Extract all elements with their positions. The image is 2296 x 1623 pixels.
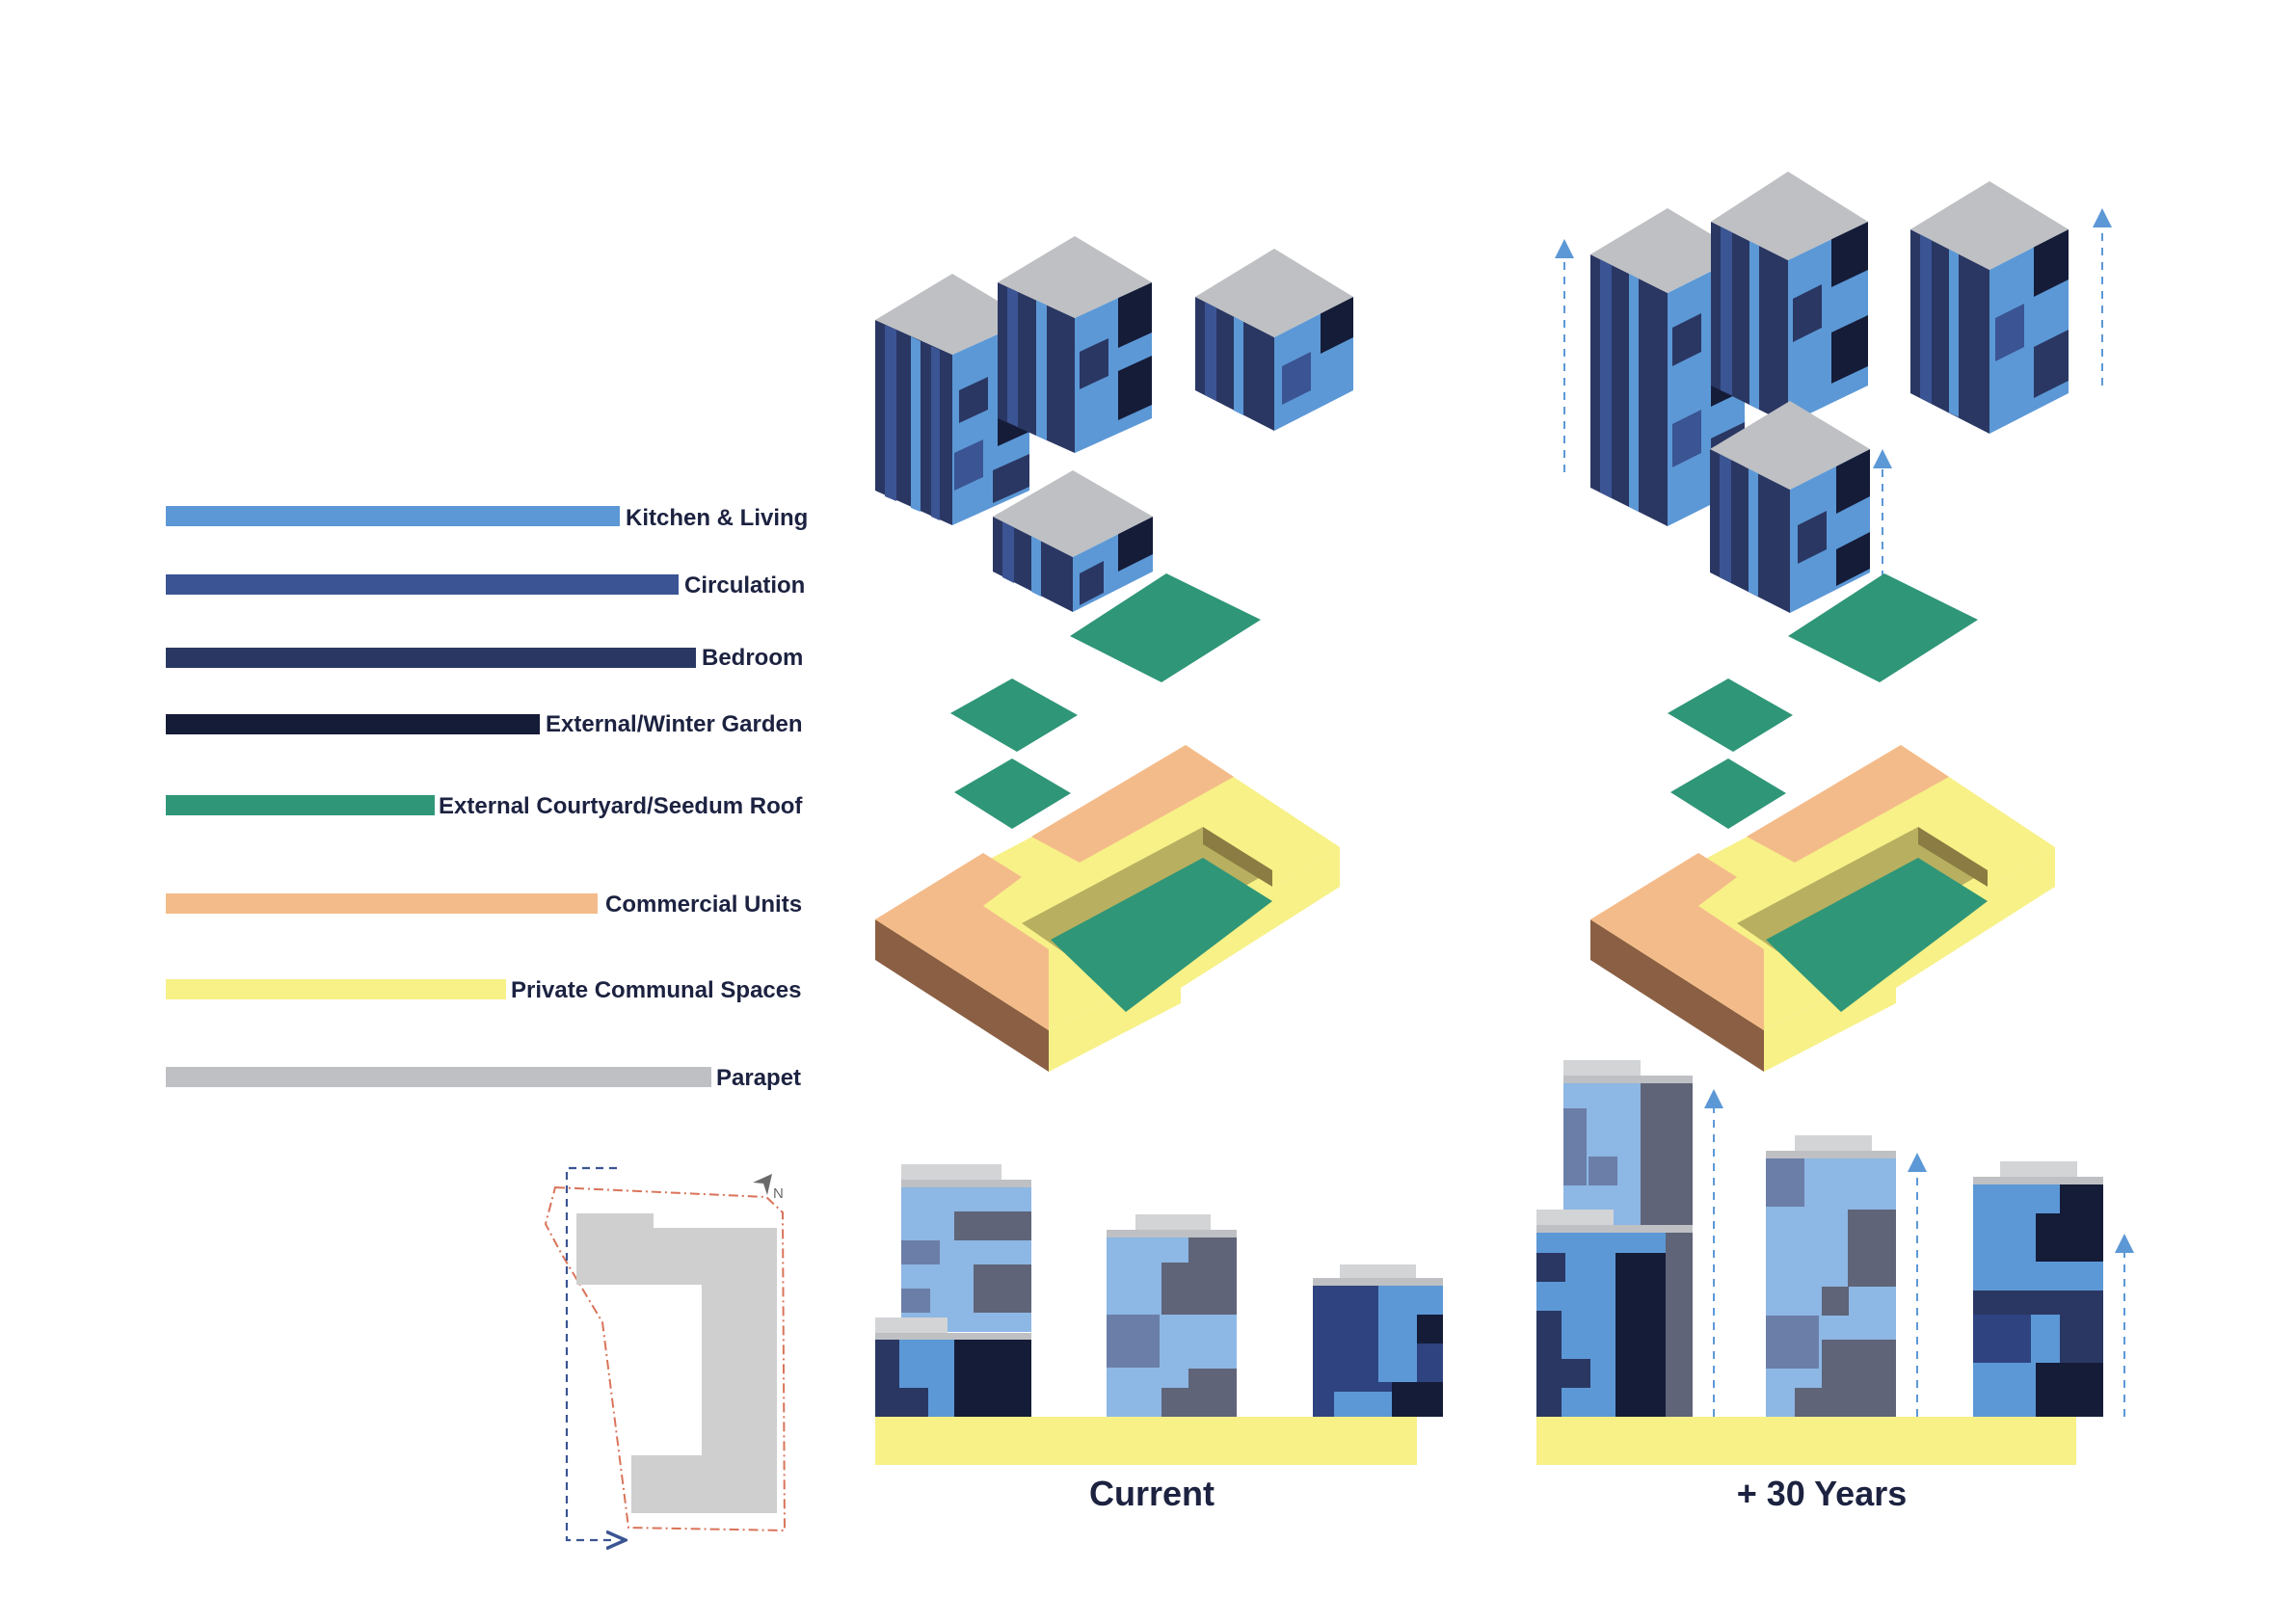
legend-swatch-private-communal [166,979,506,999]
legend-item-courtyard-roof: External Courtyard/Seedum Roof [166,793,803,819]
legend-swatch-circulation [166,574,679,595]
future-axonometric [1555,172,2112,1072]
future-roof-garden-small-2 [1670,758,1786,829]
current-roof-garden-small-2 [954,758,1071,829]
future-elevation-tower-2 [1766,1135,1896,1417]
legend-swatch-kitchen-living [166,506,620,526]
future-elevation: + 30 Years [1536,1060,2134,1513]
current-tower-d [993,470,1153,612]
legend-item-circulation: Circulation [166,572,805,599]
legend-label-bedroom: Bedroom [702,645,803,671]
current-tower-b [998,236,1152,453]
legend-label-external-winter-garden: External/Winter Garden [546,711,803,737]
legend-swatch-bedroom [166,648,696,668]
legend-item-bedroom: Bedroom [166,645,803,671]
current-axonometric [875,236,1353,1072]
current-caption: Current [1089,1474,1215,1513]
current-roof-garden-large [1070,573,1261,682]
site-boundary [544,1185,787,1532]
section-arrow-icon [565,1166,617,1540]
future-elevation-tower-3 [1973,1161,2103,1417]
north-label: N [773,1185,784,1202]
legend: Kitchen & Living Circulation Bedroom Ext… [166,505,808,1091]
legend-label-courtyard-roof: External Courtyard/Seedum Roof [439,793,803,819]
legend-label-commercial: Commercial Units [605,891,802,918]
current-elevation-tower-1 [875,1164,1031,1417]
legend-label-parapet: Parapet [716,1065,801,1091]
legend-swatch-commercial [166,893,598,914]
current-elevation-tower-3 [1313,1264,1443,1417]
future-podium [1590,745,2055,1072]
legend-item-private-communal: Private Communal Spaces [166,977,801,1003]
site-plan: N [544,1166,787,1540]
future-roof-garden-large [1788,573,1978,682]
site-building-footprint [576,1213,777,1513]
current-tower-c [1195,249,1353,431]
current-ground-plinth [875,1417,1417,1465]
legend-item-parapet: Parapet [166,1065,801,1091]
future-ground-plinth [1536,1417,2076,1465]
legend-item-external-winter-garden: External/Winter Garden [166,711,803,737]
future-tower-b [1711,172,1868,424]
legend-swatch-courtyard-roof [166,795,435,815]
legend-label-circulation: Circulation [684,572,805,599]
legend-swatch-parapet [166,1067,711,1087]
current-roof-garden-small-1 [950,678,1078,752]
future-roof-garden-small-1 [1668,678,1793,752]
future-tower-c [1910,181,2069,434]
north-arrow-icon [753,1174,772,1195]
future-caption: + 30 Years [1737,1474,1908,1513]
legend-item-kitchen-living: Kitchen & Living [166,505,808,531]
legend-label-kitchen-living: Kitchen & Living [626,505,808,531]
future-tower-d [1710,401,1870,613]
current-podium [875,745,1340,1072]
current-elevation: Current [875,1164,1443,1513]
legend-swatch-external-winter-garden [166,714,540,734]
legend-item-commercial: Commercial Units [166,891,802,918]
legend-label-private-communal: Private Communal Spaces [511,977,801,1003]
future-elevation-tower-1 [1536,1060,1693,1417]
current-elevation-tower-2 [1107,1214,1237,1417]
